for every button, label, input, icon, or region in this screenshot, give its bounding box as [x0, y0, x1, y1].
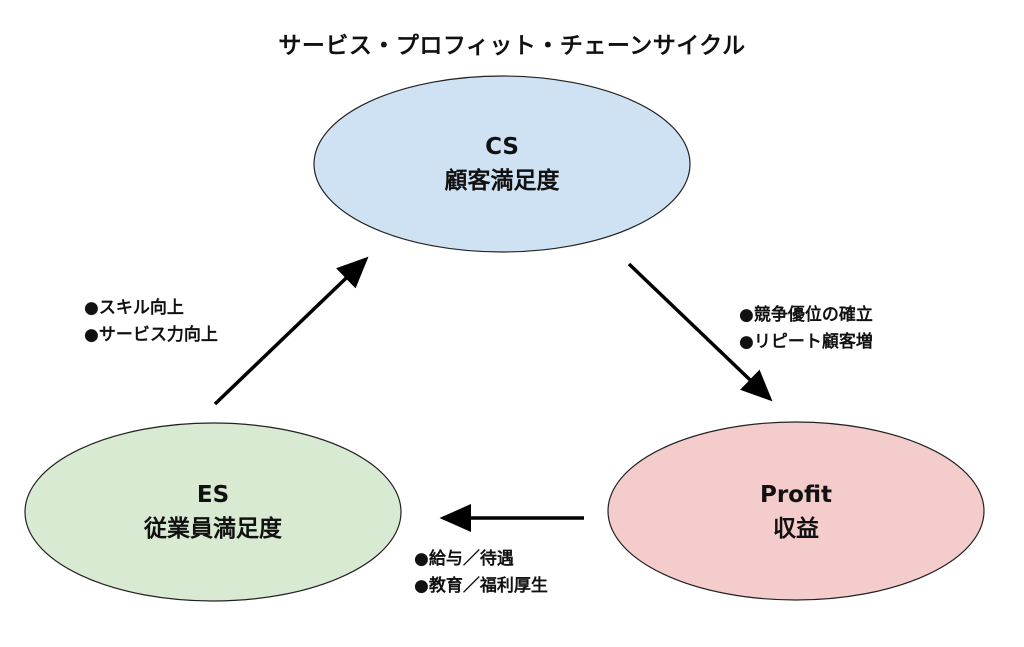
cs-node: CS 顧客満足度: [402, 130, 602, 198]
edge-label-profit-to-es: ●給与／待遇 ●教育／福利厚生: [414, 546, 548, 600]
cs-node-label: 顧客満足度: [444, 168, 560, 194]
arrow-cs-to-profit: [627, 262, 773, 402]
es-node-abbr: ES: [196, 482, 230, 508]
edge-label-es-to-cs: ●スキル向上 ●サービス力向上: [84, 295, 218, 349]
edge-label-item: ●リピート顧客増: [739, 332, 873, 352]
profit-node: Profit 収益: [696, 478, 896, 546]
profit-node-label: 収益: [773, 516, 819, 542]
edge-label-item: ●サービス力向上: [84, 325, 218, 345]
diagram-title: サービス・プロフィット・チェーンサイクル: [278, 33, 746, 59]
edge-label-cs-to-profit: ●競争優位の確立 ●リピート顧客増: [739, 302, 873, 356]
es-node-label: 従業員満足度: [144, 516, 282, 542]
es-node: ES 従業員満足度: [113, 478, 313, 546]
cs-node-abbr: CS: [485, 134, 519, 160]
edge-label-item: ●給与／待遇: [414, 549, 514, 569]
edge-label-item: ●教育／福利厚生: [414, 576, 548, 596]
edge-label-item: ●スキル向上: [84, 298, 184, 318]
profit-node-abbr: Profit: [759, 482, 833, 508]
es-node-ellipse: [24, 422, 402, 602]
cs-node-ellipse: [313, 75, 691, 253]
edge-label-item: ●競争優位の確立: [739, 305, 873, 325]
arrow-es-to-cs: [213, 256, 369, 406]
profit-node-ellipse: [607, 421, 985, 601]
